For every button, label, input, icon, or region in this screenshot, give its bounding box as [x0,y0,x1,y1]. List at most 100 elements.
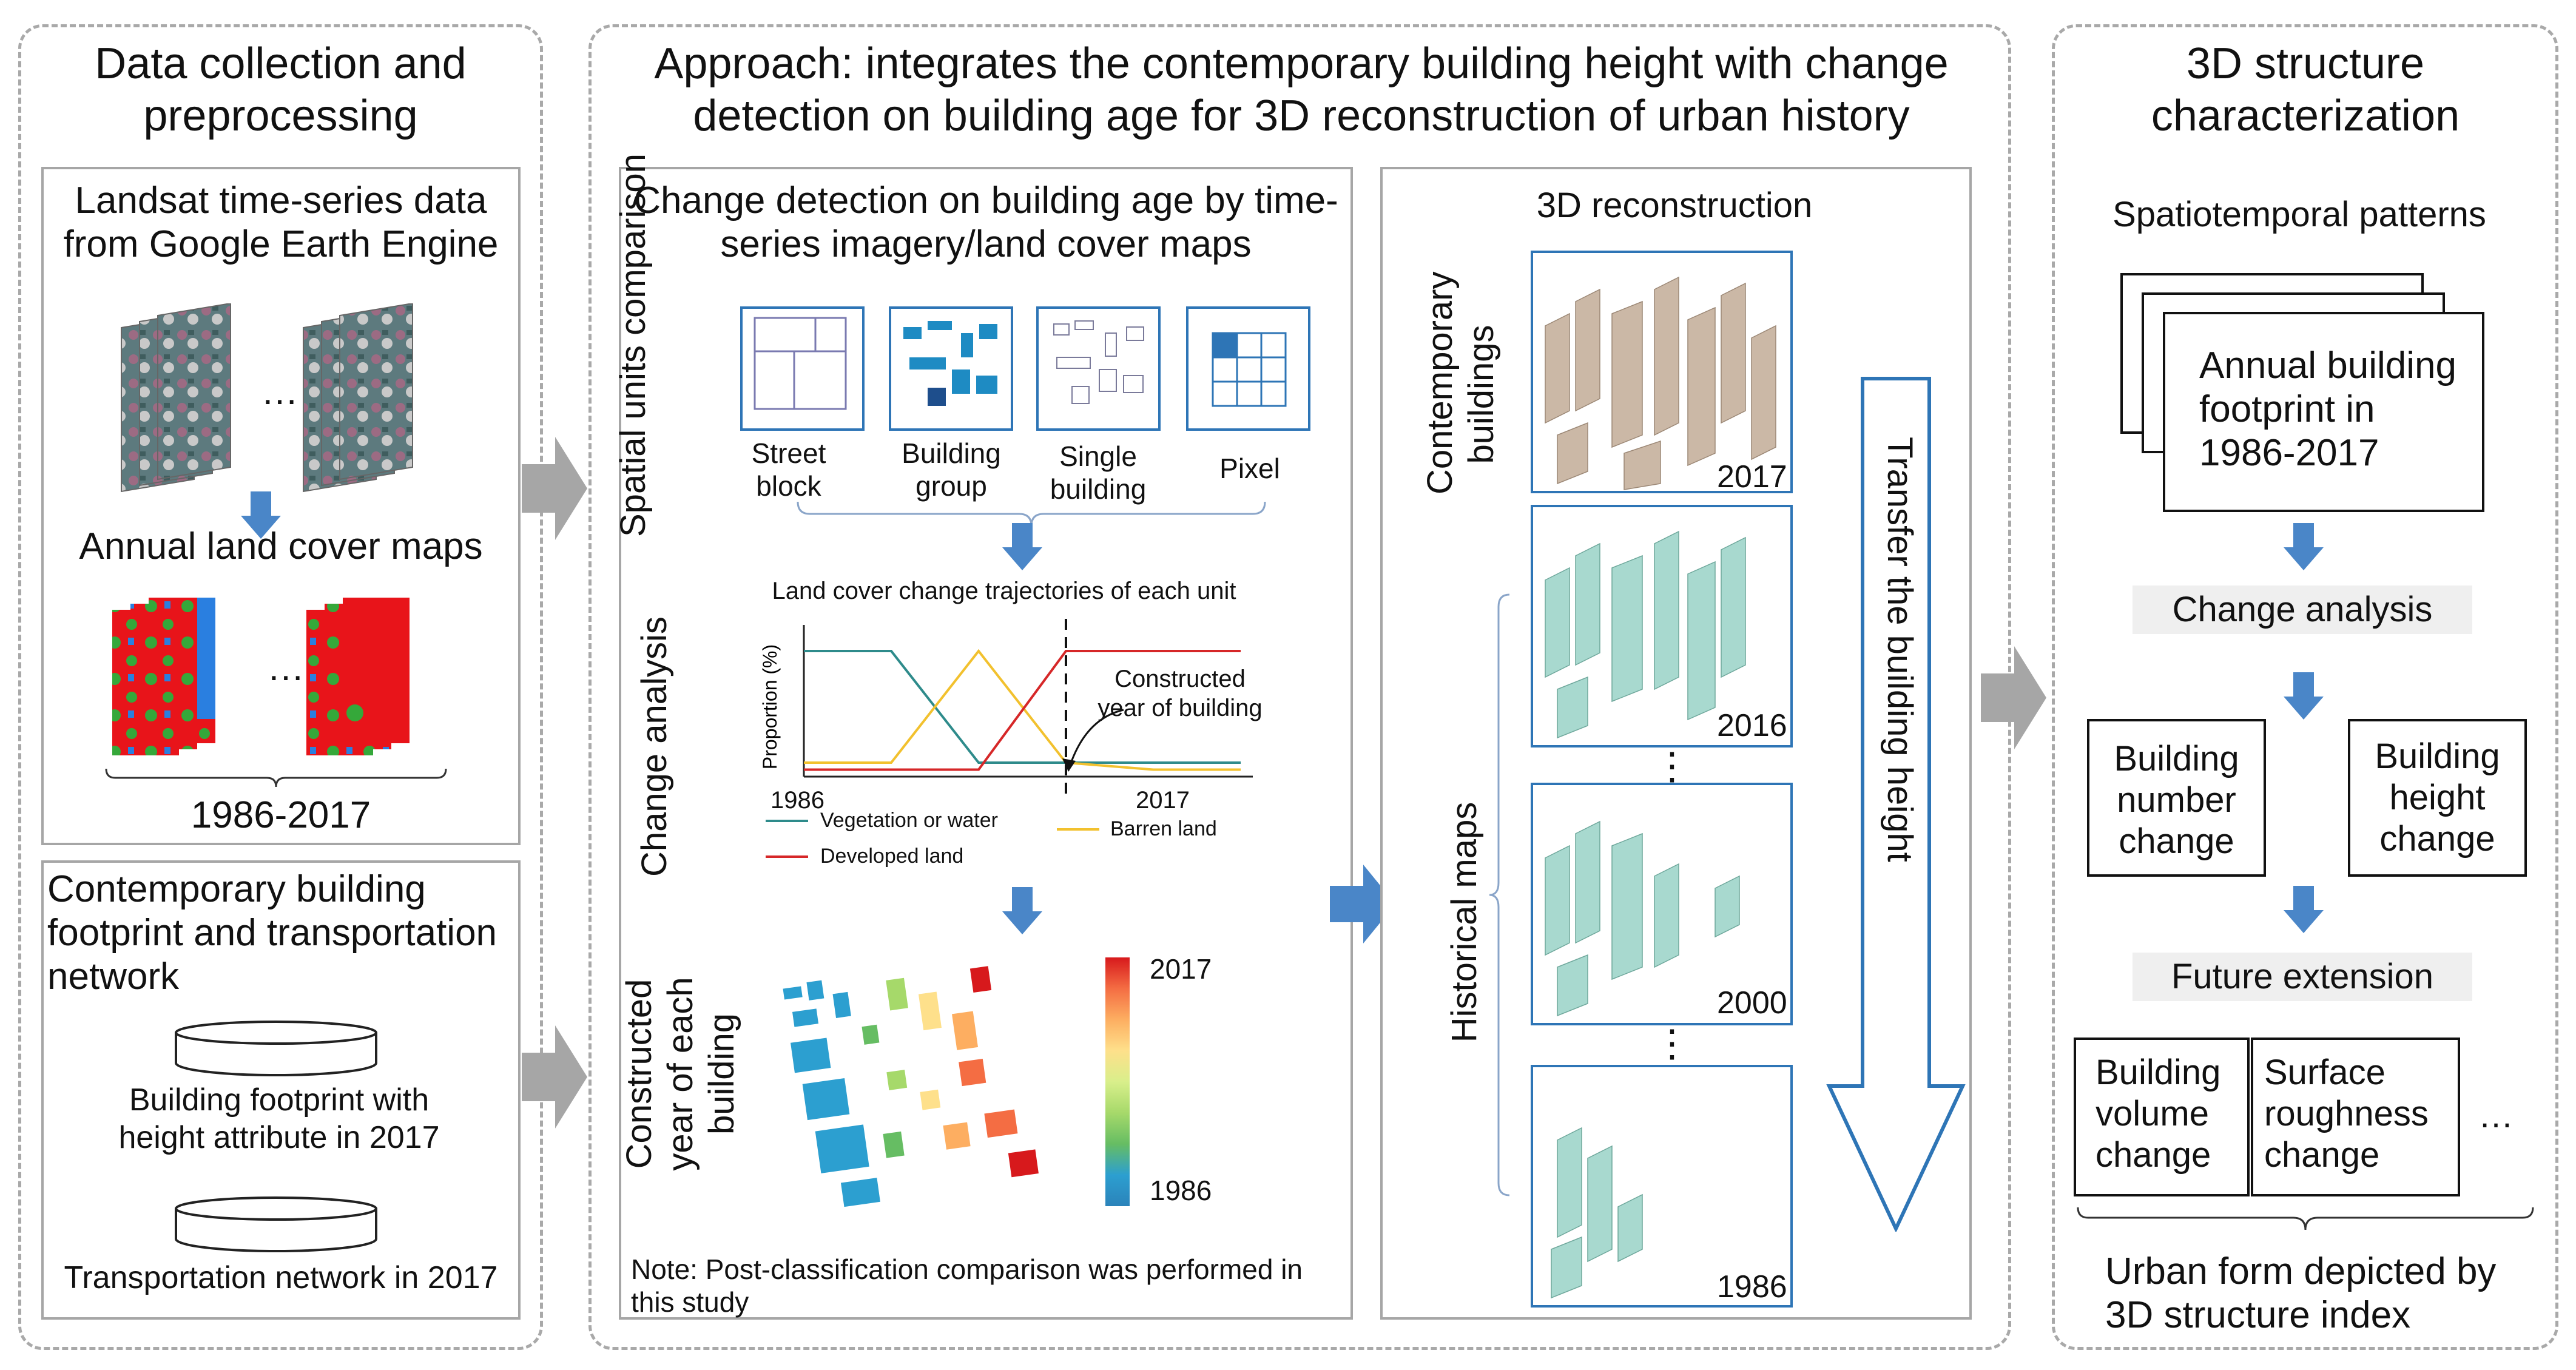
index-label: Urban form depicted by 3D structure inde… [2105,1250,2497,1336]
row-label-spatial-units: Spatial units comparison [613,154,653,537]
transfer-label: Transfer the building height [1880,437,1920,862]
panel-3d-structure [2052,24,2558,1350]
recon-year-2017: 2017 [1717,459,1787,494]
unit-label-single-building: Single building [1050,440,1147,505]
building-footprint-title: Contemporary building footprint and tran… [47,868,497,997]
database-icon [175,1196,377,1252]
future-extension-pill: Future extension [2133,953,2472,1001]
arrow-right-icon [522,437,587,540]
more-ellipsis: … [2478,1096,2514,1135]
recon-year-1986: 1986 [1717,1269,1787,1304]
height-change-box: Building height change [2348,719,2527,877]
constructed-year-map [783,966,1039,1207]
recon-ellipsis: ⋮ [1653,1023,1691,1065]
change-analysis-pill: Change analysis [2133,585,2472,634]
years-brace [105,768,447,788]
street-block-icon [754,317,847,410]
unit-label-street-block: Street block [751,437,826,502]
unit-label-building-group: Building group [902,437,1001,502]
series-line-0 [804,650,1241,764]
legend-swatch-developed [766,855,808,858]
row-label-change-analysis: Change analysis [635,616,674,877]
down-arrow-icon [241,491,281,539]
land-cover-ellipsis: … [267,647,305,689]
recon-ellipsis: ⋮ [1653,746,1691,788]
pixel-grid-icon [1212,332,1287,407]
colorbar-gradient [1105,957,1130,1206]
roughness-change-text: Surface roughness change [2264,1053,2429,1175]
landsat-ellipsis: … [261,371,298,413]
annotation-arrow [1067,709,1124,771]
unit-building-group [889,306,1013,431]
x-tick-end: 2017 [1136,787,1190,814]
arrow-right-icon [522,1025,587,1129]
reconstruction-title: 3D reconstruction [1536,186,1813,225]
legend-label-barren: Barren land [1110,817,1217,840]
building-group-icon [903,321,997,406]
label-contemporary-buildings: Contemporary buildings [1420,271,1501,494]
unit-single-building [1036,306,1161,431]
unit-label-pixel: Pixel [1219,453,1280,484]
single-building-icon [1053,320,1144,404]
legend-swatch-vegetation [766,820,808,822]
down-arrow-icon [1002,523,1042,570]
landsat-images [121,303,413,493]
index-brace [2077,1207,2534,1230]
number-change-box: Building number change [2087,719,2266,877]
panel3-title: 3D structure characterization [2151,39,2460,140]
down-arrow-icon [2284,523,2324,570]
historical-bracket [1489,593,1510,1196]
y-axis-label: Proportion (%) [759,644,781,769]
panel1-title: Data collection and preprocessing [95,39,467,140]
buildings-3d-teal [1545,820,1740,1017]
recon-map-2016 [1531,505,1793,747]
recon-year-2000: 2000 [1717,985,1787,1021]
recon-year-2016: 2016 [1717,708,1787,743]
land-cover-stack-right [306,598,410,755]
series-line-2 [804,650,1241,771]
series-line-1 [804,649,1241,771]
trajectory-chart: Proportion (%) [759,619,1253,801]
unit-pixel [1186,306,1310,431]
land-cover-stack-left [112,598,215,755]
panel2-title: Approach: integrates the contemporary bu… [654,39,1949,140]
annotation-arrowhead [1062,758,1076,772]
land-cover-maps [112,598,410,755]
down-arrow-icon [2284,672,2324,720]
colorbar [1105,957,1130,1206]
volume-change-box: Building volume change [2074,1038,2250,1196]
db2-label: Transportation network in 2017 [64,1260,498,1295]
x-tick-start: 1986 [770,787,824,814]
footprint-box-text: Annual building footprint in 1986-2017 [2199,345,2457,474]
panel-data-collection [18,24,543,1350]
buildings-3d-tan [1545,276,1776,490]
landsat-stack-right [303,303,413,493]
database-icon [175,1021,377,1076]
buildings-3d-teal [1545,530,1746,739]
legend-swatch-barren [1057,828,1099,831]
number-change-text: Building number change [2114,739,2239,861]
roughness-change-box: Surface roughness change [2251,1038,2460,1196]
footprint-stack-front [2163,312,2484,512]
land-cover-years: 1986-2017 [191,794,371,836]
height-change-text: Building height change [2375,737,2500,859]
change-detection-title: Change detection on building age by time… [633,180,1338,265]
chart-annotation: Constructed year of building [1097,666,1263,721]
transfer-down-arrow-icon [1826,377,1966,1232]
down-arrow-icon [2284,886,2324,933]
arrow-right-icon [1981,646,2046,749]
landsat-title: Landsat time-series data from Google Ear… [63,180,499,265]
legend-label-developed: Developed land [820,845,964,868]
recon-map-2000 [1531,783,1793,1025]
recon-map-1986 [1531,1065,1793,1308]
chart-title: Land cover change trajectories of each u… [772,578,1236,604]
colorbar-max-label: 2017 [1150,953,1212,985]
db1-label: Building footprint with height attribute… [118,1082,440,1155]
arrow-right-icon [1330,865,1395,943]
unit-street-block [740,306,865,431]
land-cover-title: Annual land cover maps [79,525,483,567]
buildings-3d-teal [1551,1127,1643,1299]
legend-label-vegetation: Vegetation or water [820,809,998,832]
down-arrow-icon [1002,887,1042,934]
note-text: Note: Post-classification comparison was… [631,1254,1303,1318]
